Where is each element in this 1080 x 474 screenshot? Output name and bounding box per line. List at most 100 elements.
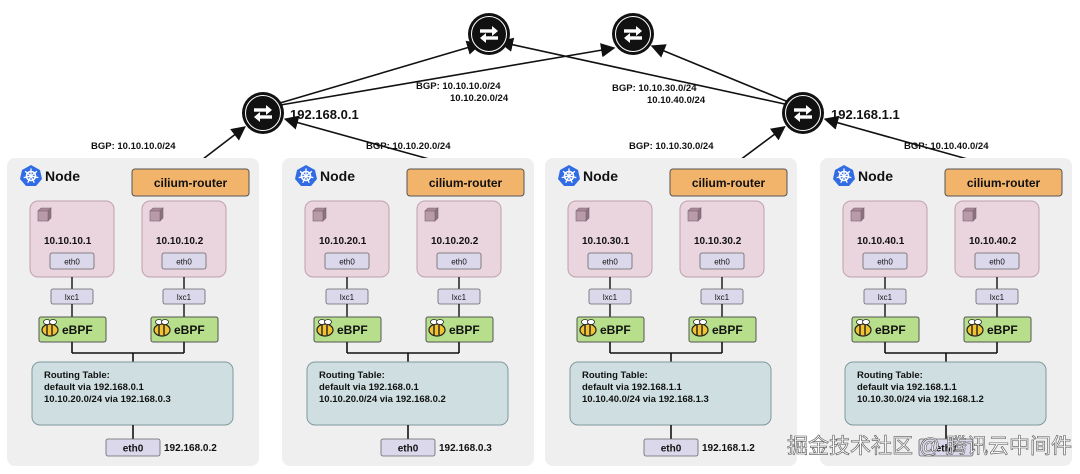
node-eth0-label: eth0	[936, 444, 957, 455]
node-eth0-label: eth0	[661, 444, 682, 455]
routing-table-title: Routing Table:	[582, 370, 648, 381]
node-bgp-label: BGP: 10.10.20.0/24	[366, 141, 451, 152]
watermark: 掘金技术社区 @ 腾讯云中间件	[787, 435, 1072, 458]
cilium-router-label: cilium-router	[967, 176, 1041, 190]
ebpf-bee-icon	[428, 319, 446, 337]
routing-peer-route: 10.10.40.0/24 via 192.168.1.3	[582, 394, 709, 405]
routing-default-route: default via 192.168.0.1	[44, 382, 145, 393]
ebpf-label: eBPF	[600, 323, 631, 337]
ebpf-bee-icon	[966, 319, 984, 337]
container-icon	[312, 207, 327, 222]
pod-ip: 10.10.40.1	[857, 236, 905, 247]
link-r2-to-top2	[650, 44, 804, 109]
lxc-label: lxc1	[715, 293, 730, 302]
pod-eth0-label: eth0	[602, 258, 618, 267]
pod-eth0-box	[324, 252, 370, 270]
lxc-label: lxc1	[603, 293, 618, 302]
ebpf-bee-icon	[316, 319, 334, 337]
pod-1: 10.10.20.1 eth0 lxc1 eBPF	[304, 200, 390, 343]
node-eth0-box	[105, 438, 161, 457]
pod-eth0-box	[49, 252, 95, 270]
node-bgp-label: BGP: 10.10.30.0/24	[629, 141, 714, 152]
pod-1: 10.10.30.1 eth0 lxc1 eBPF	[567, 200, 653, 343]
pod-ip: 10.10.10.1	[44, 236, 92, 247]
node-eth0-box	[918, 438, 974, 457]
cilium-router-label: cilium-router	[154, 176, 228, 190]
container-icon	[850, 207, 865, 222]
container-icon	[687, 207, 702, 222]
links	[262, 37, 804, 109]
ebpf-label: eBPF	[875, 323, 906, 337]
node-2: Node cilium-router BGP: 10.10.20.0/24 10.10…	[282, 141, 534, 466]
pod-ip: 10.10.30.2	[694, 236, 742, 247]
pod-eth0-label: eth0	[877, 258, 893, 267]
routing-default-route: default via 192.168.1.1	[857, 382, 958, 393]
container-icon	[575, 207, 590, 222]
link-r1-to-top2	[262, 43, 616, 109]
kubernetes-icon	[558, 165, 580, 186]
kubernetes-icon	[20, 165, 42, 186]
node-eth0-ip: 192.168.0.2	[164, 443, 217, 454]
core-router-1	[468, 13, 510, 55]
node-title: Node	[320, 168, 355, 184]
routing-table-title: Routing Table:	[44, 370, 110, 381]
pod-ip: 10.10.40.2	[969, 236, 1017, 247]
routing-peer-route: 10.10.20.0/24 via 192.168.0.3	[44, 394, 171, 405]
pod-eth0-box	[161, 252, 207, 270]
pod-eth0-box	[436, 252, 482, 270]
bgp-top-left-line1: BGP: 10.10.10.0/24	[416, 81, 501, 92]
nodes: Node cilium-router BGP: 10.10.10.0/24 10.10…	[7, 115, 1072, 466]
ebpf-label: eBPF	[712, 323, 743, 337]
routing-peer-route: 10.10.20.0/24 via 192.168.0.2	[319, 394, 446, 405]
pod-eth0-label: eth0	[339, 258, 355, 267]
lxc-label: lxc1	[990, 293, 1005, 302]
ebpf-bee-icon	[153, 319, 171, 337]
node-bgp-label: BGP: 10.10.10.0/24	[91, 141, 176, 152]
cilium-router-box	[131, 168, 250, 197]
routing-default-route: default via 192.168.1.1	[582, 382, 683, 393]
ebpf-bee-icon	[579, 319, 597, 337]
pod-ip: 10.10.10.2	[156, 236, 204, 247]
cilium-router-label: cilium-router	[692, 176, 766, 190]
container-icon	[37, 207, 52, 222]
ebpf-label: eBPF	[337, 323, 368, 337]
pod-eth0-label: eth0	[64, 258, 80, 267]
cilium-router-box	[944, 168, 1063, 197]
lxc-label: lxc1	[65, 293, 80, 302]
pod-eth0-box	[587, 252, 633, 270]
edge-router-2	[782, 92, 824, 134]
pod-eth0-box	[974, 252, 1020, 270]
pod-ip: 10.10.30.1	[582, 236, 630, 247]
lxc-label: lxc1	[340, 293, 355, 302]
pod-eth0-label: eth0	[176, 258, 192, 267]
ebpf-bee-icon	[854, 319, 872, 337]
edge-router-2-ip: 192.168.1.1	[831, 107, 900, 122]
edge-router-1-ip: 192.168.0.1	[290, 107, 359, 122]
bgp-top-right-line1: BGP: 10.10.30.0/24	[612, 83, 697, 94]
pod-eth0-box	[862, 252, 908, 270]
pod-eth0-label: eth0	[714, 258, 730, 267]
pod-ip: 10.10.20.1	[319, 236, 367, 247]
lxc-label: lxc1	[177, 293, 192, 302]
container-icon	[962, 207, 977, 222]
node-title: Node	[858, 168, 893, 184]
ebpf-label: eBPF	[987, 323, 1018, 337]
routing-peer-route: 10.10.30.0/24 via 192.168.1.2	[857, 394, 984, 405]
node-eth0-label: eth0	[123, 444, 144, 455]
lxc-label: lxc1	[878, 293, 893, 302]
ebpf-label: eBPF	[449, 323, 480, 337]
pod-eth0-box	[699, 252, 745, 270]
node-eth0-box	[643, 438, 699, 457]
cilium-router-label: cilium-router	[429, 176, 503, 190]
node-eth0-ip: 192.168.0.3	[439, 443, 492, 454]
node-eth0-label: eth0	[398, 444, 419, 455]
cilium-router-box	[406, 168, 525, 197]
link-r1-to-top1	[262, 40, 482, 109]
